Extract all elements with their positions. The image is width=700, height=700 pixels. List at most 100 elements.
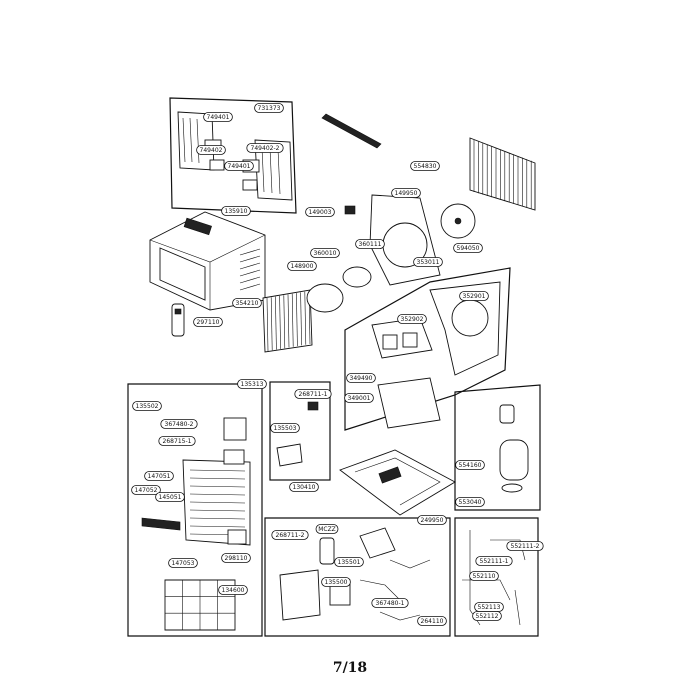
callout-bubble xyxy=(346,373,376,383)
part-number-label: 349001 xyxy=(348,395,371,402)
part-callout-749401: 749401 xyxy=(203,112,233,122)
part-number-label: 149950 xyxy=(395,190,418,197)
part-number-label: 147051 xyxy=(148,473,171,480)
part-number-label: 135500 xyxy=(325,579,348,586)
callout-bubble xyxy=(237,379,267,389)
part-callout-268711b: 268711-2 xyxy=(271,530,309,540)
part-callout-149950: 149950 xyxy=(391,188,421,198)
part-number-label: 135313 xyxy=(241,381,264,388)
callout-bubble xyxy=(321,577,351,587)
callout-bubble xyxy=(193,317,223,327)
callout-bubble xyxy=(397,314,427,324)
callout-bubble xyxy=(455,460,485,470)
callout-bubble xyxy=(391,188,421,198)
callout-bubble xyxy=(371,598,409,608)
part-callout-mcz: MCZZ xyxy=(315,524,339,534)
part-number-label: 145051 xyxy=(159,494,182,501)
part-number-label: 749401 xyxy=(207,114,230,121)
remote-control xyxy=(171,303,185,337)
part-callout-145051: 145051 xyxy=(155,492,185,502)
compressor-assembly xyxy=(454,384,541,511)
part-number-label: 249950 xyxy=(421,517,444,524)
part-callout-135503: 135503 xyxy=(270,423,300,433)
part-number-label: 749402 xyxy=(200,147,223,154)
part-callout-135500: 135500 xyxy=(321,577,351,587)
callout-bubble xyxy=(196,145,226,155)
part-number-label: 264110 xyxy=(421,618,444,625)
part-callout-352901: 352901 xyxy=(459,291,489,301)
control-panel-assembly xyxy=(127,383,263,637)
part-callout-367480b: 367480-1 xyxy=(371,598,409,608)
callout-bubble xyxy=(410,161,440,171)
part-number-label: MCZZ xyxy=(318,526,336,533)
part-number-label: 147052 xyxy=(135,487,158,494)
part-callout-554830: 554830 xyxy=(410,161,440,171)
part-callout-552111b: 552111-1 xyxy=(475,556,513,566)
callout-bubble xyxy=(455,497,485,507)
top-rail-part xyxy=(321,113,382,149)
part-callout-552112: 552112 xyxy=(472,611,502,621)
part-number-label: 297110 xyxy=(197,319,220,326)
callout-bubble xyxy=(417,515,447,525)
callout-bubble xyxy=(453,243,483,253)
part-callout-298110: 298110 xyxy=(221,553,251,563)
callout-bubble xyxy=(305,207,335,217)
page-number: 7/18 xyxy=(332,660,368,676)
part-number-label: 135503 xyxy=(274,425,297,432)
part-number-label: 554160 xyxy=(459,462,482,469)
callout-bubble xyxy=(459,291,489,301)
part-callout-553040: 553040 xyxy=(455,497,485,507)
callout-bubble xyxy=(155,492,185,502)
part-callout-135910: 135910 xyxy=(221,206,251,216)
part-number-label: 552113 xyxy=(478,604,501,611)
part-number-label: 298110 xyxy=(225,555,248,562)
part-number-label: 353011 xyxy=(417,259,440,266)
part-number-label: 352901 xyxy=(463,293,486,300)
callout-bubble xyxy=(158,436,196,446)
callout-bubble xyxy=(232,298,262,308)
part-callout-731373: 731373 xyxy=(254,103,284,113)
callout-bubble xyxy=(413,257,443,267)
callout-bubble xyxy=(310,248,340,258)
part-number-label: 352902 xyxy=(401,316,424,323)
part-callout-130410: 130410 xyxy=(289,482,319,492)
part-number-label: 349490 xyxy=(350,375,373,382)
part-callout-554160: 554160 xyxy=(455,460,485,470)
part-callout-249950: 249950 xyxy=(417,515,447,525)
evaporator-coil xyxy=(262,289,313,353)
callout-bubble xyxy=(131,485,161,495)
part-number-label: 594050 xyxy=(457,245,480,252)
part-callout-297110: 297110 xyxy=(193,317,223,327)
part-callout-134600: 134600 xyxy=(218,585,248,595)
callout-bubble xyxy=(475,556,513,566)
front-panel-assembly xyxy=(169,97,297,214)
part-callout-135502: 135502 xyxy=(132,401,162,411)
part-number-label: 553040 xyxy=(459,499,482,506)
callout-bubble xyxy=(506,541,544,551)
part-callout-360010: 360010 xyxy=(310,248,340,258)
part-number-label: 731373 xyxy=(258,105,281,112)
callout-bubble xyxy=(344,393,374,403)
part-callout-268711a: 268711-1 xyxy=(294,389,332,399)
callout-bubble xyxy=(315,524,339,534)
condenser-coil xyxy=(469,137,536,211)
part-callout-552110: 552110 xyxy=(469,571,499,581)
part-number-label: 552112 xyxy=(476,613,499,620)
part-callout-147053: 147053 xyxy=(168,558,198,568)
part-number-label: 130410 xyxy=(293,484,316,491)
part-number-label: 367480-2 xyxy=(165,421,194,428)
callout-bubble xyxy=(469,571,499,581)
callout-bubble xyxy=(221,553,251,563)
part-number-label: 147053 xyxy=(172,560,195,567)
callout-bubble xyxy=(294,389,332,399)
callout-bubble xyxy=(218,585,248,595)
callout-bubble xyxy=(160,419,198,429)
part-callout-135501: 135501 xyxy=(334,557,364,567)
part-number-label: 135910 xyxy=(225,208,248,215)
part-callout-349001: 349001 xyxy=(344,393,374,403)
part-callout-552113: 552113 xyxy=(474,602,504,612)
callout-bubble xyxy=(132,401,162,411)
part-callout-354210: 354210 xyxy=(232,298,262,308)
part-callout-135313: 135313 xyxy=(237,379,267,389)
callout-bubble xyxy=(246,143,284,153)
